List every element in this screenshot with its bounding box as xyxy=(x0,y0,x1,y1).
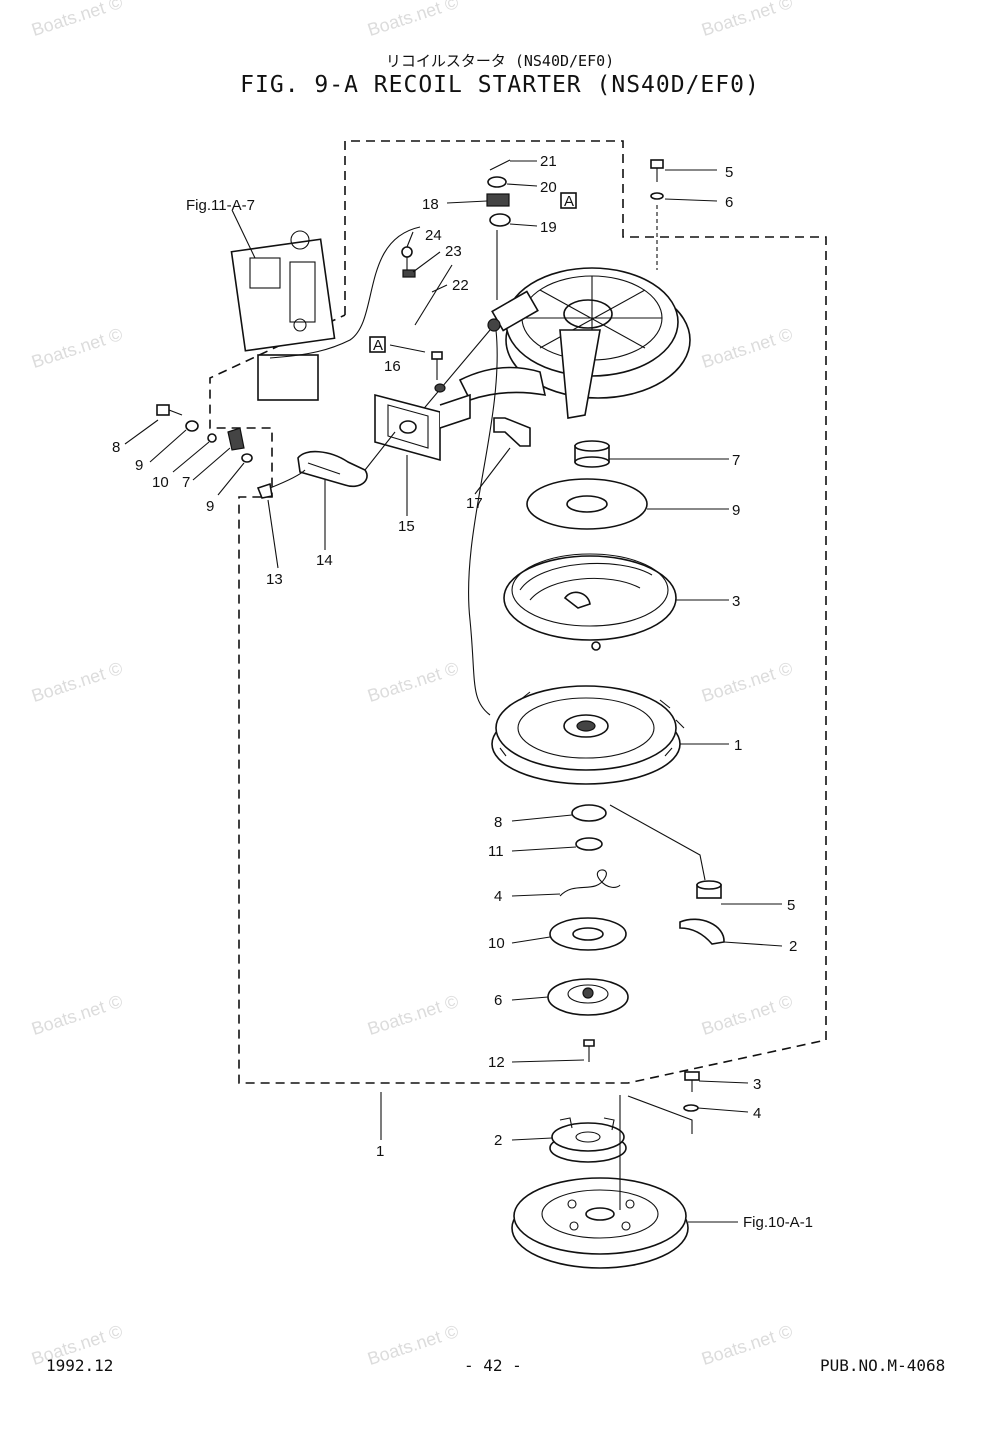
part-15-rope-guide xyxy=(374,393,471,462)
figure-title: FIG. 9-A RECOIL STARTER (NS40D/EF0) xyxy=(240,72,760,98)
callout-9: 9 xyxy=(732,502,740,519)
part-16-screw xyxy=(431,351,443,360)
callout-10: 10 xyxy=(488,935,505,952)
part-5-bushing xyxy=(696,880,722,899)
starter-rope xyxy=(468,329,498,716)
part-6-cover xyxy=(547,978,629,1016)
assembly-boundary xyxy=(209,140,827,1084)
callout-16: 16 xyxy=(384,358,401,375)
callout-5: 5 xyxy=(725,164,733,181)
part-3-bolt-head xyxy=(684,1071,700,1081)
callout-12: 12 xyxy=(488,1054,505,1071)
part-8-bolt-shank xyxy=(168,409,183,416)
callout-13: 13 xyxy=(266,571,283,588)
part-23-clamp xyxy=(402,269,416,278)
part-11-ring xyxy=(575,837,603,851)
callout-20: 20 xyxy=(540,179,557,196)
callout-6: 6 xyxy=(725,194,733,211)
callout-7: 7 xyxy=(732,452,740,469)
callout-2: 2 xyxy=(789,938,797,955)
callout-15: 15 xyxy=(398,518,415,535)
callout-10: 10 xyxy=(152,474,169,491)
callout-fig-10-a-1: Fig.10-A-1 xyxy=(743,1214,813,1231)
callout-23: 23 xyxy=(445,243,462,260)
part-9-washer-2 xyxy=(241,453,253,463)
callout-9: 9 xyxy=(135,457,143,474)
part-19-ring xyxy=(489,213,511,227)
callout-21: 21 xyxy=(540,153,557,170)
callout-6: 6 xyxy=(494,992,502,1009)
callout-3: 3 xyxy=(732,593,740,610)
part-10-disc xyxy=(549,917,627,951)
callout-4: 4 xyxy=(494,888,502,905)
callout-1: 1 xyxy=(734,737,742,754)
guide-line xyxy=(609,804,706,881)
part-7-collar xyxy=(574,440,610,468)
part-7-bracket xyxy=(227,427,245,451)
leader-lines xyxy=(124,160,783,1223)
figure-subtitle-japanese: リコイルスタータ (NS40D/EF0) xyxy=(385,52,615,70)
part-22-wire xyxy=(414,264,453,326)
starter-housing xyxy=(458,267,691,419)
callout-3: 3 xyxy=(753,1076,761,1093)
callout-8: 8 xyxy=(494,814,502,831)
callout-5: 5 xyxy=(787,897,795,914)
part-1-pulley xyxy=(491,685,685,785)
part-17-bracket xyxy=(493,417,531,447)
carburetor-reference xyxy=(230,230,336,401)
part-12-bolt-head xyxy=(583,1039,595,1047)
part-8-bolt-head xyxy=(156,404,170,416)
part-8-ring xyxy=(571,804,607,822)
callout-19: 19 xyxy=(540,219,557,236)
part-13-clip xyxy=(256,482,273,499)
flywheel-reference xyxy=(511,1177,689,1269)
part-4-washer xyxy=(683,1104,699,1112)
callout-ref-a: A xyxy=(373,337,383,354)
part-9-plate xyxy=(526,478,648,530)
reference-box-a xyxy=(560,192,577,209)
part-2-pawl xyxy=(679,918,725,945)
part-4-spring xyxy=(559,869,621,897)
part-24-screw xyxy=(401,246,413,258)
part-14-starter-handle xyxy=(297,431,396,488)
part-10-washer xyxy=(207,433,217,443)
footer-page-number: - 42 - xyxy=(464,1356,522,1375)
callout-2: 2 xyxy=(494,1132,502,1149)
callout-11: 11 xyxy=(488,843,504,860)
callout-4: 4 xyxy=(753,1105,761,1122)
callout-labels: 21 20 18 A 19 5 6 Fig.11-A-7 24 23 22 A … xyxy=(112,153,813,1231)
part-20-washer xyxy=(487,176,507,188)
callout-17: 17 xyxy=(466,495,483,512)
callout-7: 7 xyxy=(182,474,190,491)
part-6-washer xyxy=(650,192,664,200)
callout-8: 8 xyxy=(112,439,120,456)
callout-1: 1 xyxy=(376,1143,384,1160)
footer-date: 1992.12 xyxy=(46,1356,114,1375)
reference-box-a xyxy=(369,336,386,353)
part-9-washer xyxy=(185,420,199,432)
callout-18: 18 xyxy=(422,196,439,213)
choke-cable xyxy=(269,226,421,359)
callout-14: 14 xyxy=(316,552,333,569)
callout-24: 24 xyxy=(425,227,442,244)
callout-fig-11-a-7: Fig.11-A-7 xyxy=(186,197,255,214)
part-18-cam xyxy=(486,193,510,207)
callout-ref-a: A xyxy=(564,193,574,210)
part-2-starter-cup xyxy=(549,1117,627,1163)
part-5-bolt-head xyxy=(650,159,664,169)
part-21-clip xyxy=(489,159,511,171)
callout-22: 22 xyxy=(452,277,469,294)
callout-9: 9 xyxy=(206,498,214,515)
footer-publication-number: PUB.NO.M-4068 xyxy=(820,1356,946,1375)
part-3-recoil-spring xyxy=(503,553,677,651)
guide-line xyxy=(627,1095,693,1134)
